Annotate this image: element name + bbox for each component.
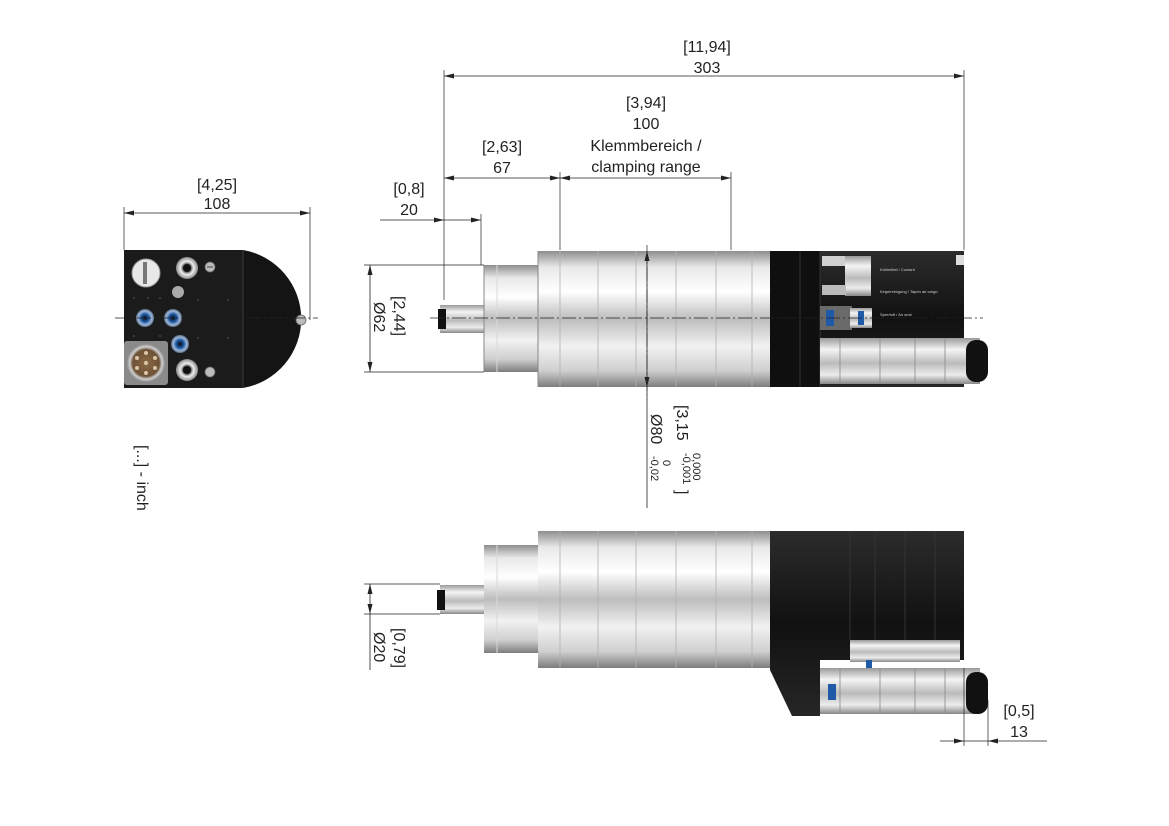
dim-clamping-label-en: clamping range <box>591 159 701 176</box>
screw-icon <box>295 314 307 326</box>
nose <box>484 265 540 372</box>
dim-shaft-inch: [0,8] <box>393 181 424 198</box>
dim-front-inch: [2,63] <box>482 139 522 156</box>
dim-front-mm: 67 <box>493 160 511 177</box>
label-taper-cleaning: Kegelreinigung / Tapen air cargo <box>880 289 938 294</box>
dim-body-dia-mm-tol-upper: 0 <box>660 460 672 466</box>
dim-clamping-inch: [3,94] <box>626 95 666 112</box>
dim-nose-dia-mm: Ø62 <box>370 302 387 332</box>
shaft-bottom <box>440 585 486 614</box>
dim-shaft-dia-inch: [0,79] <box>390 628 407 668</box>
dim-width-inch: [4,25] <box>197 177 237 194</box>
dim-nose-dia-inch: [2,44] <box>390 296 407 336</box>
dim-body-dia-inch-tol-upper: 0,000 <box>690 453 702 481</box>
dim-shaft-mm: 20 <box>400 202 418 219</box>
label-sealing-air: Sperrluft / Air seal <box>880 312 912 317</box>
plug-icon <box>172 286 184 298</box>
end-view: [4,25] 108 <box>115 177 318 388</box>
dim-width-mm: 108 <box>204 196 231 213</box>
dim-clamping-label-de: Klemmbereich / <box>590 138 702 155</box>
rear-housing-bottom <box>770 531 964 716</box>
screw-icon <box>204 366 216 378</box>
dim-clamping-mm: 100 <box>633 116 660 133</box>
blue-port-icon <box>171 335 189 353</box>
spindle-body-bottom <box>538 531 774 668</box>
top-dimensions: [11,94] 303 [2,63] 67 [3,94] 100 Klemmbe… <box>364 39 965 508</box>
nose-bottom <box>484 545 540 653</box>
dim-body-dia-inch: [3,15 <box>673 405 690 441</box>
dim-body-dia-mm: Ø80 <box>647 414 664 444</box>
dim-body-dia-inch-tol-lower: -0,001 <box>680 453 692 484</box>
dim-offset-mm: 13 <box>1010 724 1028 741</box>
dim-body-dia-mm-tol-lower: -0,02 <box>648 456 660 481</box>
dim-offset-inch: [0,5] <box>1003 703 1034 720</box>
spindle-body <box>538 251 774 387</box>
units-legend: [...] - inch <box>133 445 150 511</box>
shaft <box>440 305 486 333</box>
dim-shaft-dia-mm: Ø20 <box>370 632 387 662</box>
bottom-view: [0,79] Ø20 [0,5] 13 <box>364 531 1047 746</box>
side-view: Kühlmittel / Coolant Kegelreinigung / Ta… <box>430 245 988 395</box>
cable-connector <box>820 338 980 384</box>
dim-body-dia-inch-bracket: ] <box>673 490 690 494</box>
label-cooling: Kühlmittel / Coolant <box>880 267 916 272</box>
cable-connector-bottom <box>820 668 980 714</box>
dim-total-mm: 303 <box>694 60 721 77</box>
dim-total-inch: [11,94] <box>683 39 731 56</box>
